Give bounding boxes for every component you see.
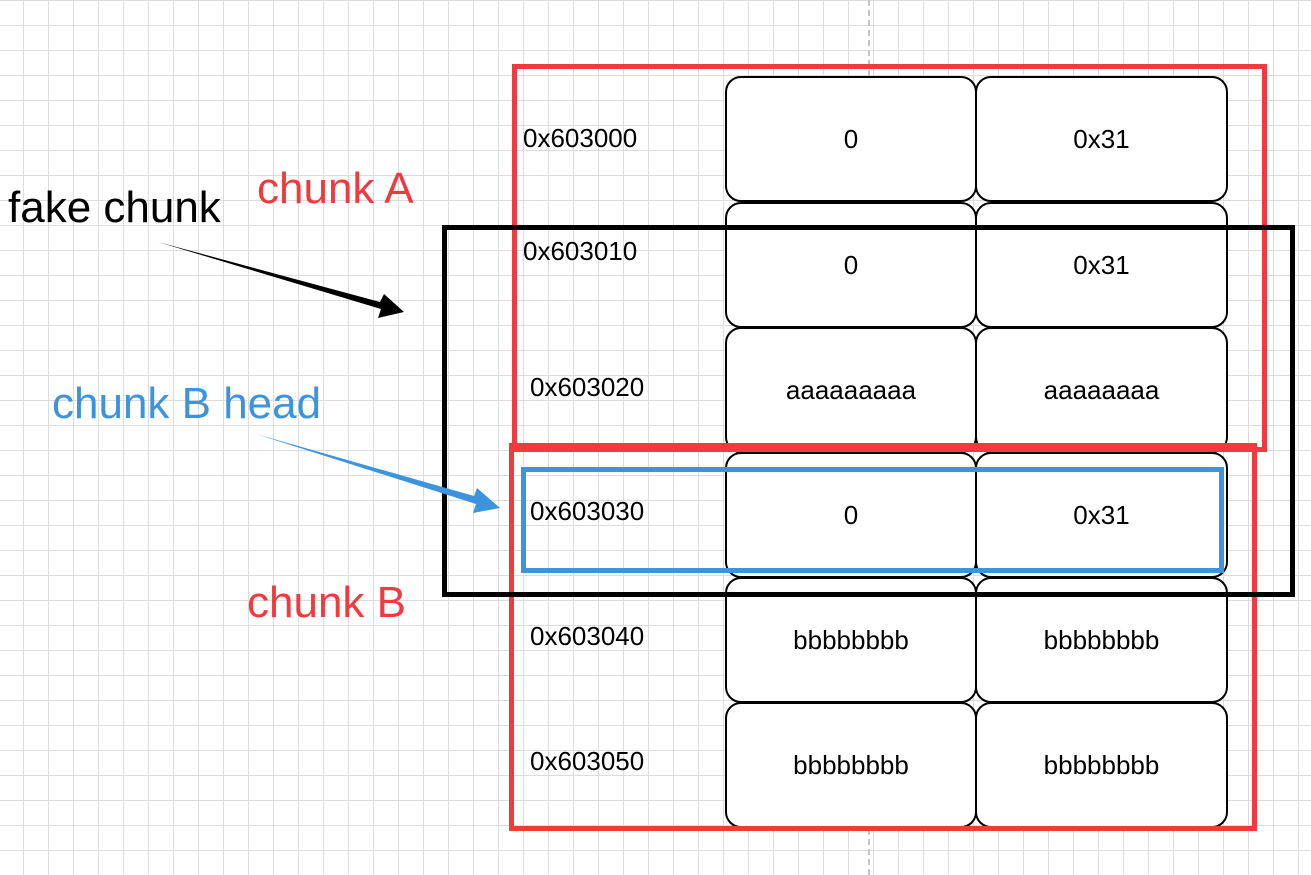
address-label: 0x603010 [523, 236, 638, 266]
chunk-a-label: chunk A [257, 164, 414, 213]
memory-cell: bbbbbbbb [725, 577, 977, 703]
memory-cell: 0 [725, 452, 977, 578]
memory-cell: bbbbbbbb [975, 577, 1228, 703]
chunk-b-head-frame [521, 467, 1224, 573]
chunk-b-head-label: chunk B head [52, 379, 322, 428]
fake-chunk-frame [442, 225, 1295, 597]
memory-cell: 0 [725, 202, 977, 328]
address-label: 0x603040 [530, 621, 645, 651]
memory-cell: 0x31 [975, 76, 1228, 202]
address-label: 0x603000 [523, 123, 638, 153]
memory-cell: aaaaaaaaa [725, 327, 977, 453]
memory-cell: bbbbbbbb [725, 702, 977, 828]
memory-cell: 0x31 [975, 202, 1228, 328]
fake-chunk-arrow [158, 242, 404, 318]
address-label: 0x603030 [530, 496, 645, 526]
chunk-b-label: chunk B [247, 578, 406, 627]
chunk-b-frame [509, 443, 1257, 831]
chunk-a-frame [512, 64, 1267, 452]
fake-chunk-label: fake chunk [8, 183, 221, 232]
memory-cell: bbbbbbbb [975, 702, 1228, 828]
chunk-b-head-arrow [256, 434, 500, 513]
address-label: 0x603020 [530, 372, 645, 402]
address-label: 0x603050 [530, 746, 645, 776]
